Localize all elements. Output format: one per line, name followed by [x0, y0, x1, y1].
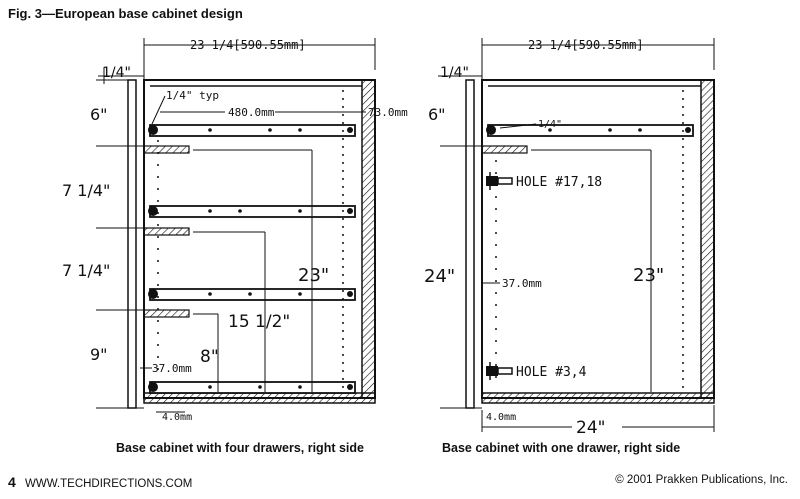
figure-title: Fig. 3—European base cabinet design	[8, 6, 243, 21]
left-drawer-height-1: 6"	[90, 105, 108, 124]
right-hole-offset-label: 37.0mm	[502, 277, 542, 290]
right-top-gap-label: 1/4"	[440, 65, 469, 81]
hole-bracket-upper	[486, 172, 513, 190]
left-drawer-height-2: 7 1/4"	[62, 181, 110, 200]
left-width-label: 23 1/4[590.55mm]	[190, 38, 306, 52]
left-bottom-edge	[143, 392, 376, 404]
left-cabinet-drawing: 23 1/4[590.55mm] 1/4" 6" 7 1/4" 7 1/4" 9…	[62, 38, 408, 423]
left-back-edge	[361, 79, 376, 399]
left-top-gap-label: 1/4"	[102, 65, 131, 81]
left-typ-note: 1/4" typ	[166, 89, 219, 102]
left-drawer-height-4: 9"	[90, 345, 108, 364]
right-total-height: 24"	[424, 266, 455, 287]
left-drawer-height-3: 7 1/4"	[62, 261, 110, 280]
hole-bracket-lower	[486, 362, 513, 380]
left-height-label: 23"	[298, 265, 329, 286]
left-caption: Base cabinet with four drawers, right si…	[116, 441, 364, 455]
right-drawer-height: 6"	[428, 105, 446, 124]
copyright: © 2001 Prakken Publications, Inc.	[615, 474, 788, 486]
left-slide-length-label: 480.0mm	[228, 106, 275, 119]
hole-lower-label: HOLE #3,4	[516, 365, 587, 380]
right-depth-label: 24"	[576, 418, 605, 438]
left-low-label: 8"	[200, 347, 219, 367]
left-mid-label: 15 1/2"	[228, 312, 290, 332]
right-back-edge	[700, 79, 715, 399]
right-caption: Base cabinet with one drawer, right side	[442, 441, 681, 455]
right-width-label: 23 1/4[590.55mm]	[528, 38, 644, 52]
left-hole-offset-label: 37.0mm	[152, 362, 192, 375]
right-cabinet-drawing: 23 1/4[590.55mm] 1/4" 6" 24" 1/4" HOL	[424, 38, 715, 438]
website-label: WWW.TECHDIRECTIONS.COM	[25, 478, 193, 490]
left-drawer-slides	[148, 124, 356, 394]
left-width-dimension: 23 1/4[590.55mm]	[143, 38, 376, 80]
right-bottom-edge	[481, 392, 715, 404]
page-number: 4	[8, 474, 16, 490]
right-bottom-offset-label: 4.0mm	[486, 412, 516, 423]
hole-upper-label: HOLE #17,18	[516, 175, 602, 190]
left-bottom-offset-label: 4.0mm	[162, 412, 192, 423]
footer-left: 4 WWW.TECHDIRECTIONS.COM	[8, 474, 192, 490]
right-height-label: 23"	[633, 265, 664, 286]
right-width-dimension: 23 1/4[590.55mm]	[481, 38, 715, 80]
left-front-offset-label: 73.0mm	[368, 106, 408, 119]
right-slide-note: 1/4"	[538, 119, 562, 130]
